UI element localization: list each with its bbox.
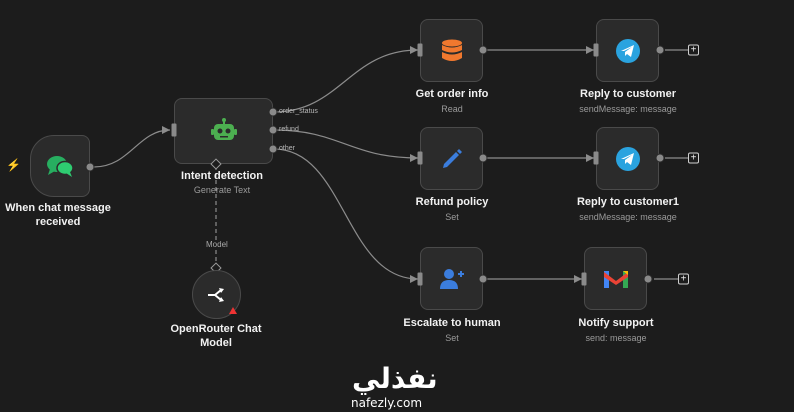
- trigger-title-line1: When chat message: [5, 202, 111, 214]
- get-order-info-node[interactable]: [420, 19, 483, 82]
- escalate-title: Escalate to human: [403, 317, 501, 329]
- escalate-node[interactable]: [420, 247, 483, 310]
- warning-icon: [229, 307, 237, 314]
- wire-refund: [273, 129, 419, 159]
- escalate-subtitle: Set: [445, 333, 459, 343]
- model-label: Model: [204, 240, 230, 249]
- output-label-refund: refund: [279, 126, 299, 133]
- reply1-input-port[interactable]: [593, 43, 599, 57]
- trigger-node[interactable]: [30, 135, 90, 197]
- watermark-latin: nafezly.com: [351, 396, 423, 410]
- intent-title: Intent detection: [181, 170, 263, 182]
- pencil-icon: [442, 148, 462, 168]
- get-order-input-port[interactable]: [417, 43, 423, 57]
- output-port-other[interactable]: [268, 144, 278, 154]
- get-order-title: Get order info: [415, 88, 489, 100]
- reply2-add-button[interactable]: +: [688, 152, 699, 164]
- reply2-input-port[interactable]: [593, 151, 599, 165]
- output-label-other: other: [279, 145, 295, 152]
- reply2-output-port[interactable]: [655, 153, 665, 163]
- telegram-icon: [615, 38, 640, 63]
- get-order-subtitle: Read: [441, 104, 463, 114]
- database-icon: [441, 39, 462, 61]
- wire-trigger-intent: [93, 129, 171, 168]
- notify-add-button[interactable]: +: [678, 273, 689, 285]
- escalate-input-port[interactable]: [417, 272, 423, 286]
- get-order-output-port[interactable]: [478, 45, 488, 55]
- reply-to-customer1-node[interactable]: [596, 127, 659, 190]
- notify-input-port[interactable]: [581, 272, 587, 286]
- openrouter-node[interactable]: [192, 270, 241, 319]
- openrouter-icon: [207, 287, 224, 302]
- refund-output-port[interactable]: [478, 153, 488, 163]
- watermark-arabic: نفذلي: [352, 362, 438, 395]
- notify-subtitle: send: message: [585, 333, 647, 343]
- wire-other: [273, 148, 419, 280]
- reply1-title: Reply to customer: [580, 88, 676, 100]
- intent-subtitle: Generate Text: [193, 185, 251, 195]
- robot-icon: [210, 118, 237, 140]
- chat-bubbles-icon: [47, 156, 74, 177]
- refund-subtitle: Set: [445, 212, 459, 222]
- reply1-subtitle: sendMessage: message: [579, 104, 677, 114]
- reply2-title: Reply to customer1: [576, 196, 680, 208]
- trigger-title-line2: received: [35, 216, 81, 228]
- refund-input-port[interactable]: [417, 151, 423, 165]
- telegram-icon: [615, 146, 640, 171]
- trigger-output-port[interactable]: [85, 162, 95, 172]
- reply-to-customer-node[interactable]: [596, 19, 659, 82]
- reply1-output-port[interactable]: [655, 45, 665, 55]
- openrouter-title-line1: OpenRouter Chat: [170, 323, 262, 335]
- notify-output-port[interactable]: [643, 274, 653, 284]
- user-plus-icon: [439, 268, 464, 289]
- refund-policy-node[interactable]: [420, 127, 483, 190]
- notify-title: Notify support: [578, 317, 654, 329]
- refund-title: Refund policy: [415, 196, 489, 208]
- gmail-icon: [603, 270, 628, 288]
- trigger-bolt-icon: ⚡: [6, 158, 21, 172]
- output-label-order-status: order_status: [279, 108, 318, 115]
- reply2-subtitle: sendMessage: message: [579, 212, 677, 222]
- output-port-order-status[interactable]: [268, 107, 278, 117]
- wire-order-status: [273, 49, 419, 113]
- escalate-output-port[interactable]: [478, 274, 488, 284]
- reply1-add-button[interactable]: +: [688, 44, 699, 56]
- output-port-refund[interactable]: [268, 125, 278, 135]
- intent-detection-node[interactable]: [174, 98, 273, 164]
- intent-input-port[interactable]: [171, 123, 177, 137]
- notify-support-node[interactable]: [584, 247, 647, 310]
- openrouter-title-line2: Model: [200, 337, 232, 349]
